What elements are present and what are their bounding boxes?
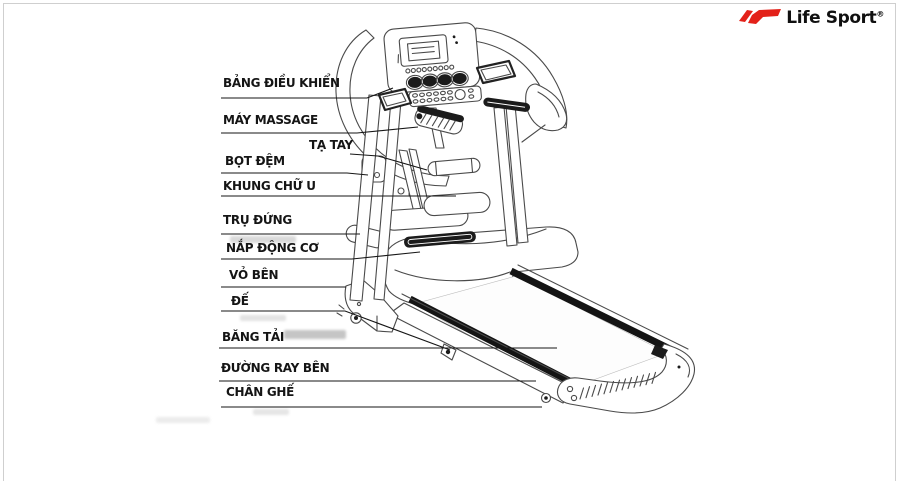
part-label-belt: BĂNG TẢI [222,330,285,344]
leader-massage [221,126,419,134]
brand-name: Life Sport® [786,8,884,28]
part-label-base: ĐẾ [231,294,249,308]
part-label-upright: TRỤ ĐỨNG [223,213,292,227]
rear-end-cap [540,343,696,414]
part-label-side-cover: VỎ BÊN [229,268,279,282]
console [383,22,482,108]
right-grip-bar [483,97,531,112]
left-side-rail [408,295,579,389]
life-sport-logo-icon [739,9,782,24]
console-keypad [408,85,482,108]
brand-text: Life Sport [786,8,877,28]
speaker-holes [405,64,455,74]
erased-text-smudge [156,417,210,423]
leader-hand-weight [349,153,428,171]
registered-mark: ® [876,9,884,19]
erased-text-smudge [284,330,346,339]
right-side-rail [509,267,678,356]
part-label-hand-weight: TẠ TAY [309,138,353,152]
part-label-u-frame: KHUNG CHỮ U [223,179,316,193]
part-label-side-rail: ĐƯỜNG RAY BÊN [221,361,330,375]
erased-text-smudge [230,236,296,243]
leader-control-panel [221,87,394,99]
part-label-motor-cover: NẮP ĐỘNG CƠ [226,241,319,255]
console-display [397,34,449,67]
dumbbell [427,157,481,177]
motor-cover [382,226,579,308]
erased-text-smudge [253,409,289,415]
leader-base [221,310,451,351]
massage-unit [414,105,464,135]
deck-skirt [388,302,579,404]
part-label-control-panel: BẢNG ĐIỀU KHIỂN [223,76,340,90]
part-label-foam-cushion: BỌT ĐỆM [225,154,285,168]
part-label-massage: MÁY MASSAGE [223,113,318,127]
leader-motor-cover [221,251,421,260]
page-border [3,3,896,481]
brand-logo: Life Sport® [738,6,884,30]
console-buttons [405,70,469,90]
part-label-foot: CHÂN GHẾ [226,385,295,399]
erased-text-smudge [240,315,286,321]
right-handlebar-arm [473,27,568,143]
leader-foam-cushion [221,172,369,176]
leader-lines [219,87,557,408]
u-frame-tubes [383,191,491,231]
deck-and-belt [388,264,689,404]
cup-holders [377,59,517,112]
